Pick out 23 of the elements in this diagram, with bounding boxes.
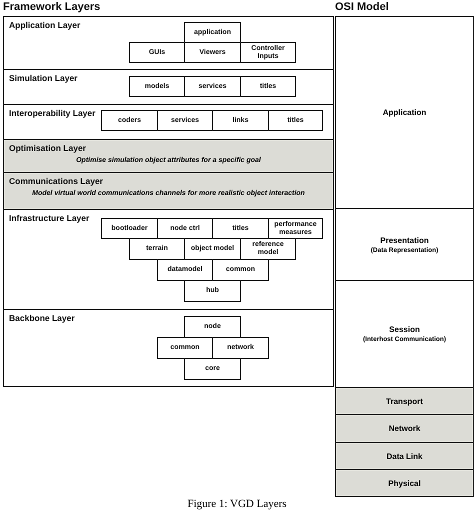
osi-layer-band [335,442,474,470]
column-heading: OSI Model [335,1,389,13]
layer-title: Simulation Layer [9,73,78,83]
osi-layer-name: Network [388,424,420,433]
layer-title: Application Layer [9,20,80,30]
layer-title: Communications Layer [9,176,103,186]
layer-title: Backbone Layer [9,313,75,323]
layer-panel [3,139,334,173]
osi-layer-name: Application [382,108,426,117]
osi-layer-name: Data Link [386,452,422,460]
figure-caption: Figure 1: VGD Layers [187,498,287,510]
osi-layer-name: Presentation [380,236,429,244]
column-heading: Framework Layers [3,1,100,13]
osi-layer-name: Physical [388,478,421,488]
layer-title: Optimisation Layer [9,143,86,153]
osi-layer-name: Session [389,325,420,334]
layer-title: Interoperability Layer [9,108,96,118]
layer-panel [3,172,334,210]
osi-layer-name: Transport [386,396,423,406]
layer-title: Infrastructure Layer [9,213,90,223]
osi-layer-band [335,414,474,443]
osi-layer-band [335,387,474,415]
osi-layer-band [335,469,474,497]
